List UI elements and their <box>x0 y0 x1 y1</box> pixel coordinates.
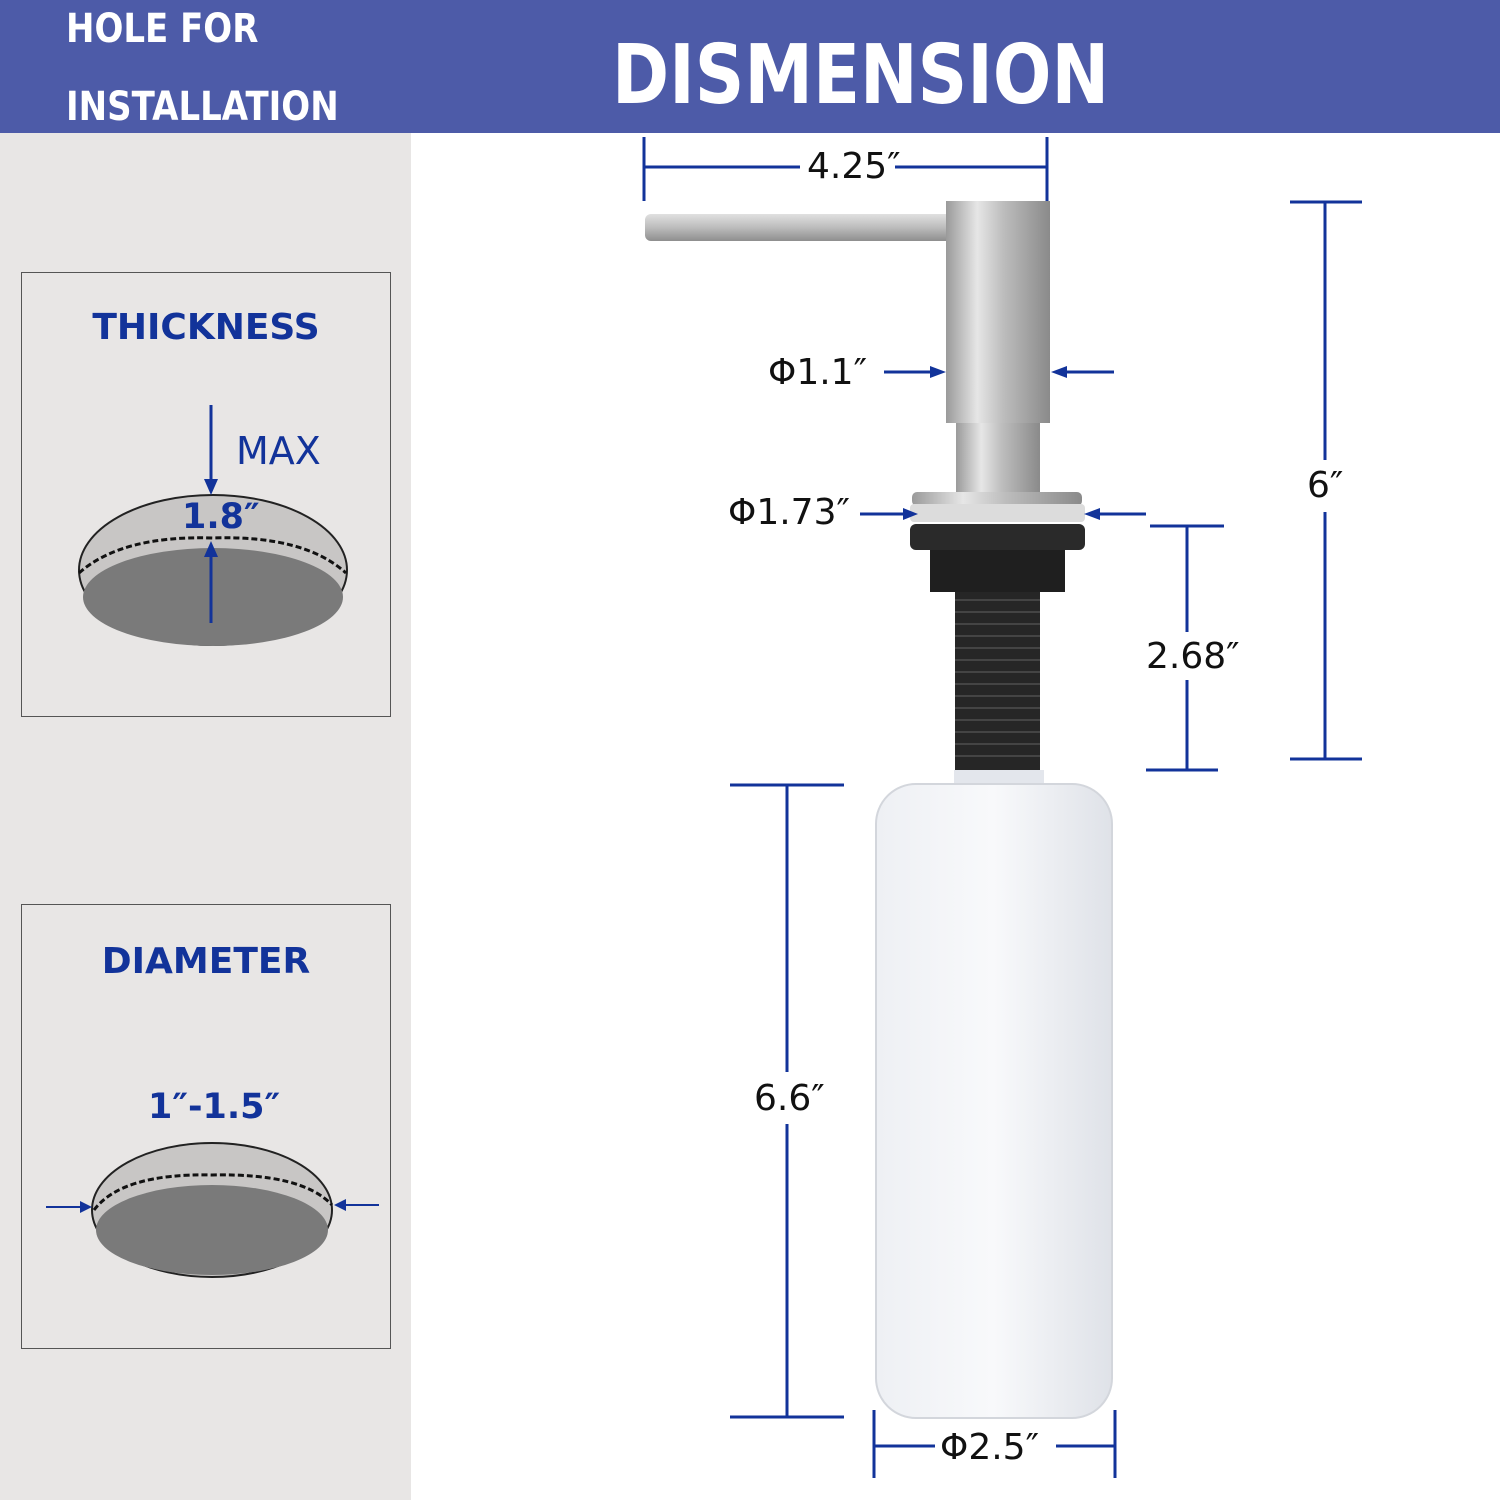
dimension-title: DISMENSION <box>612 28 1110 123</box>
threaded-shank <box>955 592 1040 770</box>
pump-head <box>946 201 1050 423</box>
shank-length-label: 2.68″ <box>1146 636 1240 677</box>
thickness-card: THICKNESS MAX 1.8″ <box>21 272 391 717</box>
diameter-value: 1″-1.5″ <box>148 1087 281 1127</box>
thickness-heading: THICKNESS <box>92 307 320 348</box>
spout-tube <box>645 214 955 241</box>
flange-base <box>910 504 1085 522</box>
head-diameter-label: Φ1.1″ <box>768 352 868 393</box>
gasket <box>910 524 1085 550</box>
diameter-heading: DIAMETER <box>101 941 311 982</box>
thickness-hole-illustration <box>78 405 348 646</box>
mounting-nut <box>930 550 1065 592</box>
bottle-height-label: 6.6″ <box>754 1078 825 1119</box>
pump-neck <box>956 423 1040 493</box>
diameter-card: DIAMETER 1″-1.5″ <box>21 904 391 1349</box>
thickness-value: 1.8″ <box>182 497 260 537</box>
installation-title: INSTALLATION <box>66 84 339 130</box>
max-label: MAX <box>236 429 321 473</box>
hole-for-title: HOLE FOR <box>66 6 259 52</box>
soap-bottle <box>875 783 1113 1419</box>
flange-diameter-label: Φ1.73″ <box>728 492 850 533</box>
total-height-label: 6″ <box>1307 465 1344 506</box>
header-band <box>0 0 1500 133</box>
spout-length-label: 4.25″ <box>807 146 901 187</box>
diameter-hole-illustration <box>46 1142 379 1278</box>
bottle-diameter-label: Φ2.5″ <box>940 1427 1040 1468</box>
flange <box>912 492 1082 506</box>
